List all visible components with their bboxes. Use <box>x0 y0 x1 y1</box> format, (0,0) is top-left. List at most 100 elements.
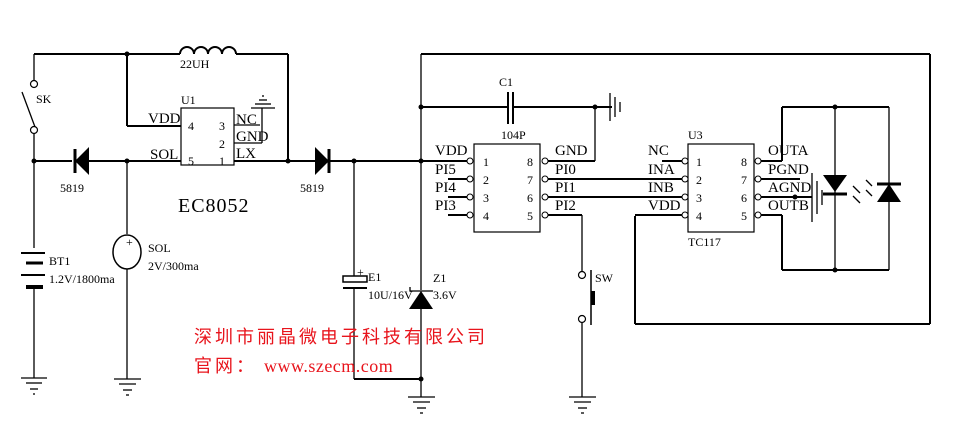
photodiode-icon <box>865 179 901 202</box>
watermark-company: 深圳市丽晶微电子科技有限公司 <box>194 327 488 348</box>
mcu-pin-pi1-name: PI1 <box>555 180 576 196</box>
mcu-pin-4: 4 <box>483 209 489 223</box>
u1-pin-lx-name: LX <box>236 146 256 162</box>
watermark-website[interactable]: www.szecm.com <box>264 356 393 376</box>
sw-actuator[interactable] <box>591 291 595 305</box>
mcu-pin-6: 6 <box>527 191 533 205</box>
u3-pin-outa-name: OUTA <box>768 143 809 159</box>
u3-right-pins <box>754 157 812 219</box>
inductor-symbol <box>179 46 237 55</box>
sw-contact <box>577 314 587 324</box>
junction <box>832 104 838 110</box>
mcu-pin-gnd-name: GND <box>555 143 588 159</box>
solar-value: 2V/300ma <box>148 259 199 273</box>
u3-pin-3: 3 <box>696 191 702 205</box>
u3-pin-agnd-name: AGND <box>768 180 811 196</box>
u1-part-label: EC8052 <box>178 195 250 217</box>
watermark-website-label: 官网： <box>194 356 257 377</box>
u1-pin-2: 2 <box>219 137 225 151</box>
u1-pin-nc-name: NC <box>236 112 257 128</box>
u3-pin-6: 6 <box>741 191 747 205</box>
junction <box>418 104 424 110</box>
e1-plate-positive <box>342 275 368 283</box>
d1-label: 5819 <box>60 181 84 195</box>
z1-value: 3.6V <box>433 288 457 302</box>
mcu-left-pins <box>448 157 474 219</box>
junction <box>792 194 798 200</box>
u1-pin-3: 3 <box>219 119 225 133</box>
diode-d2-icon <box>315 147 331 175</box>
mcu-pin-1: 1 <box>483 155 489 169</box>
u3-ref: U3 <box>688 128 703 142</box>
mcu-pin-pi0-name: PI0 <box>555 162 576 178</box>
switch-contact <box>29 125 39 135</box>
switch-contact <box>29 79 39 89</box>
u1-ref: U1 <box>181 93 196 107</box>
mcu-pin-7: 7 <box>527 173 533 187</box>
mcu-pin-3: 3 <box>483 191 489 205</box>
mcu-pin-2: 2 <box>483 173 489 187</box>
z1-ref: Z1 <box>433 271 446 285</box>
u3-body <box>687 143 755 233</box>
u1-pin-sol-name: SOL <box>150 147 178 163</box>
junction <box>31 158 37 164</box>
u1-pin-gnd-name: GND <box>236 129 269 145</box>
c1-ref: C1 <box>499 75 513 89</box>
u3-pin-8: 8 <box>741 155 747 169</box>
ground-icon <box>408 396 435 414</box>
mcu-pin-pi5-name: PI5 <box>435 162 456 178</box>
diode-d1-icon <box>73 147 89 175</box>
e1-ref: E1 <box>368 270 381 284</box>
switch-sk-label: SK <box>36 92 52 106</box>
u1-pin-vdd-name: VDD <box>148 111 181 127</box>
mcu-body <box>473 143 541 233</box>
u1-pin-1: 1 <box>219 154 225 168</box>
mcu-pin-pi3-name: PI3 <box>435 198 456 214</box>
mcu-right-pins <box>541 157 682 272</box>
ground-icon <box>811 173 823 222</box>
battery-value: 1.2V/1800ma <box>49 272 115 286</box>
u1-body <box>180 107 235 166</box>
junction <box>832 267 838 273</box>
u1-pin-4: 4 <box>188 119 194 133</box>
u3-pin-4: 4 <box>696 209 702 223</box>
u3-pin-nc-name: NC <box>648 143 669 159</box>
d2-label: 5819 <box>300 181 324 195</box>
u3-pin-outb-name: OUTB <box>768 198 809 214</box>
ground-icon <box>21 377 47 395</box>
mcu-pin-vdd-name: VDD <box>435 143 468 159</box>
ground-icon <box>609 93 621 121</box>
solar-ref: SOL <box>148 241 171 255</box>
switch-lever[interactable] <box>21 91 36 128</box>
u3-pin-pgnd-name: PGND <box>768 162 809 178</box>
mcu-pin-5: 5 <box>527 209 533 223</box>
e1-value: 10U/16V <box>368 288 413 302</box>
e1-plus: + <box>357 265 364 279</box>
u3-pin-1: 1 <box>696 155 702 169</box>
u3-pin-7: 7 <box>741 173 747 187</box>
u1-pin-5: 5 <box>188 154 194 168</box>
solar-plus: + <box>126 235 133 249</box>
u3-pin-5: 5 <box>741 209 747 223</box>
led-icon <box>823 175 861 204</box>
u3-pin-2: 2 <box>696 173 702 187</box>
zener-diode-icon <box>409 287 433 309</box>
mcu-pin-pi4-name: PI4 <box>435 180 456 196</box>
u3-pin-vdd-name: VDD <box>648 198 681 214</box>
battery-ref: BT1 <box>49 254 70 268</box>
ground-icon <box>251 95 275 109</box>
ground-icon <box>114 378 141 396</box>
mcu-pin-pi2-name: PI2 <box>555 198 576 214</box>
battery-icon <box>21 252 45 289</box>
c1-value: 104P <box>501 128 526 142</box>
inductor-value: 22UH <box>180 57 210 71</box>
u3-part-label: TC117 <box>688 235 721 249</box>
u3-pin-inb-name: INB <box>648 180 674 196</box>
sw-contact <box>577 270 587 280</box>
ground-icon <box>569 396 596 414</box>
mcu-pin-8: 8 <box>527 155 533 169</box>
sw-label: SW <box>595 271 614 285</box>
u3-pin-ina-name: INA <box>648 162 675 178</box>
u3-left-pins <box>635 157 689 219</box>
